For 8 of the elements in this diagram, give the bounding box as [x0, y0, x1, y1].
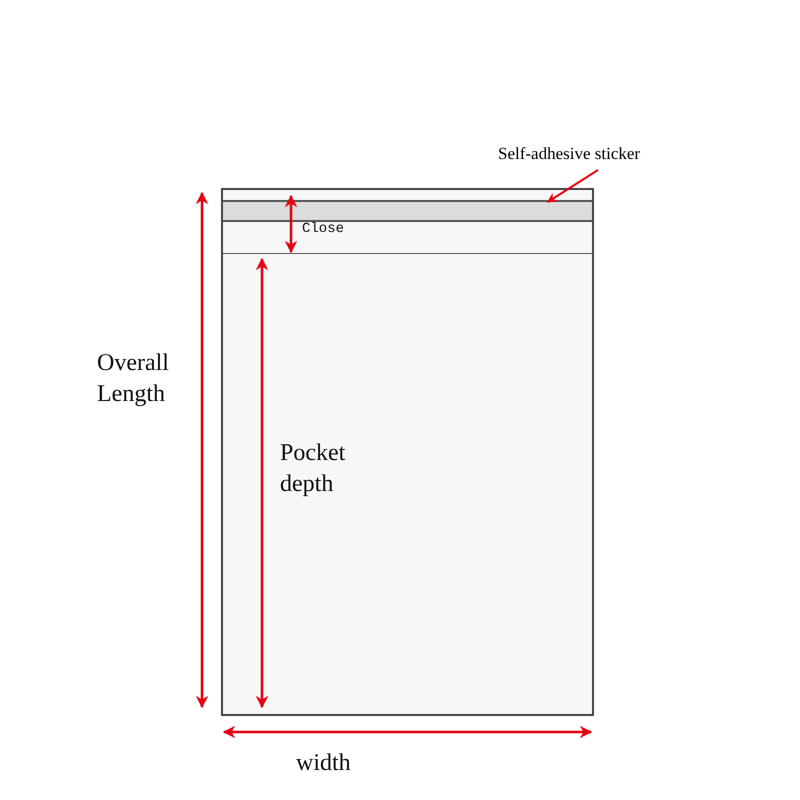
dimension-label: width: [296, 749, 351, 778]
dimension-label: Pocket depth: [280, 439, 346, 500]
dimension-label: Overall Length: [97, 349, 170, 410]
dimension-label: Close: [302, 220, 344, 238]
callout-text: Self-adhesive sticker: [498, 144, 698, 170]
sticker-strip: [223, 200, 592, 222]
leader-arrow: [546, 169, 599, 203]
bag-outline: [221, 188, 594, 716]
